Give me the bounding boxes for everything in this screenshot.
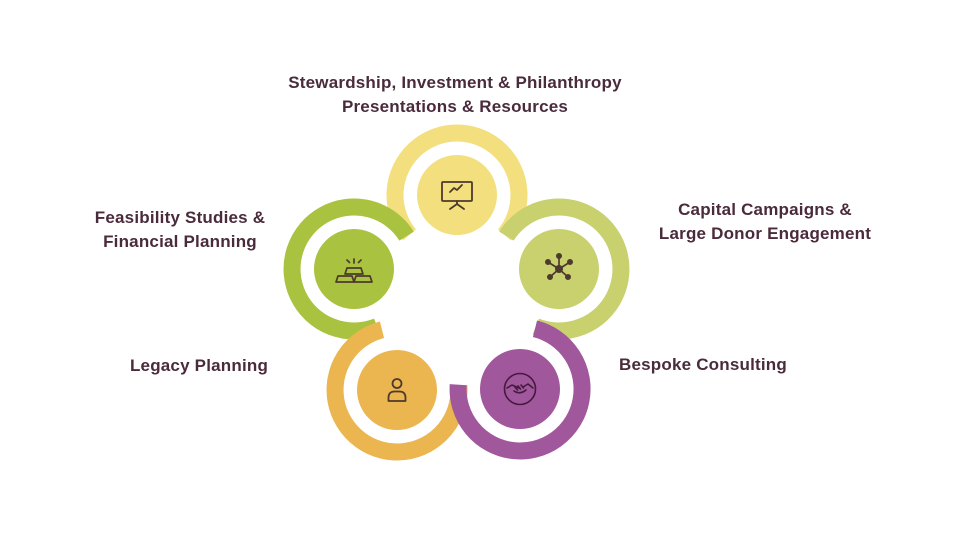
label-legacy-line1: Legacy Planning: [129, 356, 269, 375]
label-presentations-line1: Stewardship, Investment & Philanthropy: [288, 73, 622, 92]
node-circle-presentations: [417, 155, 497, 235]
presentation-board-icon: [441, 181, 473, 210]
gold-bars-icon: [335, 258, 373, 283]
petal-arc-capital: [499, 198, 630, 340]
label-presentations-line2: Presentations & Resources: [341, 97, 569, 116]
petal-arc-bespoke: [449, 320, 591, 460]
label-presentations: Stewardship, Investment & Philanthropy P…: [175, 71, 735, 119]
label-feasibility: Feasibility Studies & Financial Planning: [55, 206, 305, 254]
label-bespoke: Bespoke Consulting: [583, 353, 823, 377]
label-feasibility-line2: Financial Planning: [103, 232, 257, 251]
petal-arc-legacy: [326, 321, 468, 461]
person-icon: [387, 378, 407, 402]
handshake-icon: [503, 372, 537, 406]
petal-arc-presentations: [386, 124, 528, 241]
node-circle-feasibility: [314, 229, 394, 309]
label-capital-line1: Capital Campaigns &: [678, 200, 852, 219]
label-capital: Capital Campaigns & Large Donor Engageme…: [645, 198, 885, 246]
label-legacy: Legacy Planning: [79, 354, 319, 378]
label-bespoke-line1: Bespoke Consulting: [619, 355, 787, 374]
node-circle-legacy: [357, 350, 437, 430]
petal-arc-feasibility: [283, 198, 414, 340]
label-feasibility-line1: Feasibility Studies &: [94, 208, 266, 227]
label-capital-line2: Large Donor Engagement: [658, 224, 872, 243]
network-icon: [545, 253, 573, 280]
